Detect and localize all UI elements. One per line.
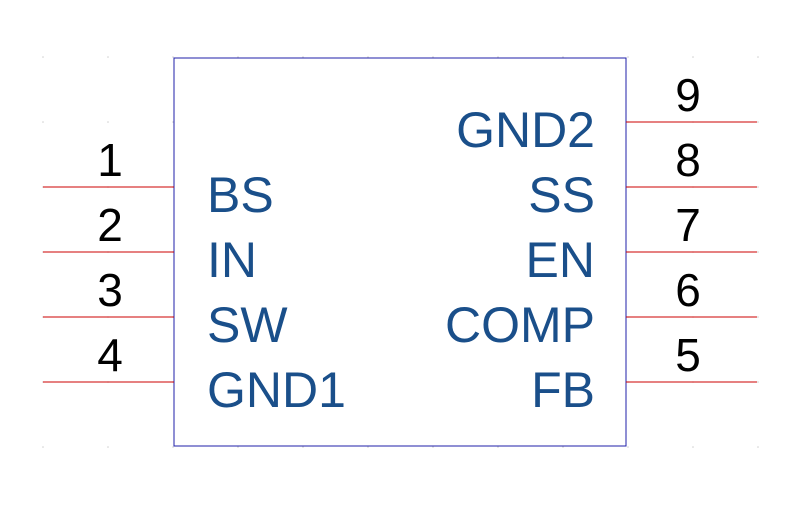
grid-dot [302, 446, 304, 448]
left-pin-4[interactable]: 4 GND1 [43, 329, 346, 418]
grid-dot [757, 121, 759, 123]
grid-dot [42, 56, 44, 58]
grid-dot [42, 121, 44, 123]
pin-number: 5 [675, 329, 701, 381]
grid-dot [172, 121, 174, 123]
pin-number: 3 [97, 264, 123, 316]
grid-dot [497, 446, 499, 448]
grid-dot [367, 446, 369, 448]
grid-dot [757, 56, 759, 58]
pin-name: FB [531, 362, 595, 418]
right-pin-5[interactable]: 5 FB [531, 329, 757, 418]
pin-number: 9 [675, 69, 701, 121]
grid-dot [757, 316, 759, 318]
grid-dot [757, 186, 759, 188]
pin-number: 1 [97, 134, 123, 186]
grid-dot [432, 56, 434, 58]
grid-dot [107, 446, 109, 448]
grid-dot [107, 56, 109, 58]
grid-dot [237, 56, 239, 58]
right-pin-6[interactable]: 6 COMP [445, 264, 757, 353]
grid-dot [302, 56, 304, 58]
pin-number: 2 [97, 199, 123, 251]
pin-name: SS [528, 167, 595, 223]
right-pin-8[interactable]: 8 SS [528, 134, 757, 223]
grid-dot [757, 381, 759, 383]
grid-dot [497, 56, 499, 58]
right-pin-9[interactable]: 9 GND2 [456, 69, 757, 158]
grid-dot [432, 446, 434, 448]
grid-dot [562, 446, 564, 448]
pin-name: GND2 [456, 102, 595, 158]
pin-name: SW [207, 297, 288, 353]
grid-dot [172, 56, 174, 58]
left-pin-3[interactable]: 3 SW [43, 264, 288, 353]
grid-dot [627, 56, 629, 58]
pin-name: EN [526, 232, 595, 288]
pin-name: IN [207, 232, 257, 288]
pin-name: COMP [445, 297, 595, 353]
grid-dot [692, 56, 694, 58]
grid-dot [367, 56, 369, 58]
left-pin-1[interactable]: 1 BS [43, 134, 274, 223]
pin-number: 7 [675, 199, 701, 251]
grid-dot [692, 446, 694, 448]
grid-dot [757, 251, 759, 253]
grid-dot [627, 446, 629, 448]
grid-dot [562, 56, 564, 58]
grid-dot [107, 121, 109, 123]
pin-number: 8 [675, 134, 701, 186]
left-pin-2[interactable]: 2 IN [43, 199, 257, 288]
grid-dot [42, 446, 44, 448]
pin-name: BS [207, 167, 274, 223]
grid-dot [237, 446, 239, 448]
pin-number: 6 [675, 264, 701, 316]
pin-number: 4 [97, 329, 123, 381]
pin-name: GND1 [207, 362, 346, 418]
grid-dot [757, 446, 759, 448]
grid-dot [172, 446, 174, 448]
right-pin-7[interactable]: 7 EN [526, 199, 757, 288]
